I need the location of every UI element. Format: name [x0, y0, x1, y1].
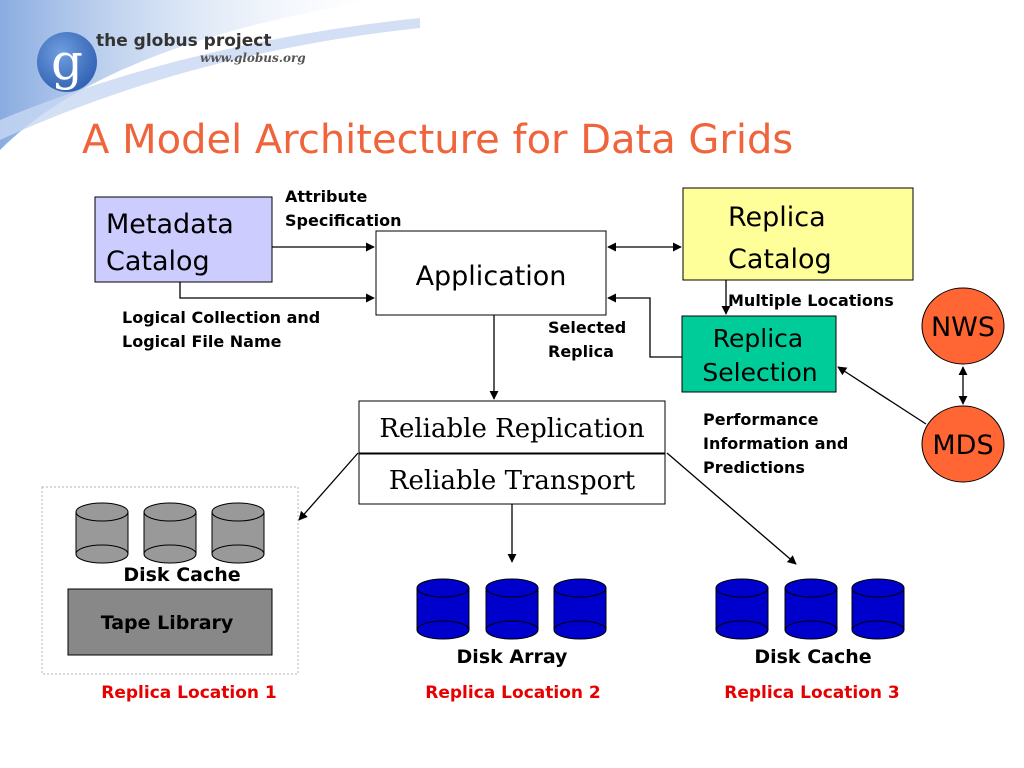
- replica-location-3-label: Replica Location 3: [724, 683, 899, 703]
- cylinder-icon: [485, 578, 539, 640]
- page-title: A Model Architecture for Data Grids: [82, 117, 793, 163]
- disk-cache-1-label: Disk Cache: [123, 564, 240, 586]
- metadata-catalog-box: [94, 196, 273, 283]
- metadata-return-arrow: [179, 282, 375, 303]
- logo-url: www.globus.org: [200, 51, 306, 65]
- application-label: Application: [416, 261, 567, 292]
- replica-location-1-label: Replica Location 1: [101, 683, 276, 703]
- reliable-replication-label: Reliable Replication: [379, 414, 644, 444]
- reliable-transport-label: Reliable Transport: [389, 466, 636, 496]
- replica-location-1-frame: [41, 486, 299, 675]
- tape-library-box: [67, 588, 273, 656]
- metadata-catalog-line1: Metadata: [106, 209, 234, 240]
- reliable-transport-box: [358, 453, 666, 505]
- disk-array-group: [416, 578, 607, 640]
- replica-selection-line2: Selection: [702, 358, 817, 387]
- disk-cache-1-group: [75, 502, 265, 564]
- performance-line2: Information and: [703, 434, 848, 453]
- cylinder-icon: [553, 578, 607, 640]
- mds-to-selection-arrow: [837, 366, 927, 425]
- performance-line1: Performance: [703, 410, 819, 429]
- multiple-locations-label: Multiple Locations: [728, 291, 894, 310]
- disk-cache-3-group: [715, 578, 905, 640]
- logical-collection-line2: Logical File Name: [122, 332, 282, 351]
- application-box: [375, 230, 607, 316]
- replica-catalog-line1: Replica: [728, 202, 826, 233]
- performance-line3: Predictions: [703, 458, 805, 477]
- replica-selection-line1: Replica: [713, 324, 803, 353]
- disk-cache-3-label: Disk Cache: [754, 646, 871, 668]
- reliable-replication-box: [358, 400, 666, 454]
- transport-to-location3-arrow: [666, 452, 797, 565]
- cylinder-icon: [75, 502, 129, 564]
- replica-location-2-label: Replica Location 2: [425, 683, 600, 703]
- connectors: [179, 242, 968, 565]
- cylinder-icon: [211, 502, 265, 564]
- disk-array-label: Disk Array: [457, 646, 569, 668]
- selected-replica-line1: Selected: [548, 318, 626, 337]
- mds-node: [921, 405, 1005, 483]
- svg-text:g: g: [51, 33, 83, 91]
- replica-selection-box: [681, 315, 837, 393]
- globus-logo-icon: g: [37, 32, 97, 92]
- nws-node: [921, 287, 1005, 365]
- corner-swoosh-band: [0, 18, 420, 140]
- tape-library-label: Tape Library: [101, 612, 234, 634]
- cylinder-icon: [715, 578, 769, 640]
- nws-label: NWS: [931, 312, 995, 343]
- replica-catalog-box: [682, 187, 914, 281]
- metadata-catalog-line2: Catalog: [106, 246, 210, 277]
- cylinder-icon: [784, 578, 838, 640]
- transport-to-location1-arrow: [298, 452, 359, 521]
- replica-catalog-line2: Catalog: [728, 244, 832, 275]
- logo-name: the globus project: [96, 31, 271, 51]
- corner-swoosh: [0, 0, 380, 150]
- cylinder-icon: [416, 578, 470, 640]
- attribute-spec-line2: Specification: [285, 211, 401, 230]
- logical-collection-line1: Logical Collection and: [122, 308, 320, 327]
- cylinder-icon: [143, 502, 197, 564]
- cylinder-icon: [851, 578, 905, 640]
- selected-replica-line2: Replica: [548, 342, 614, 361]
- selection-to-application-arrow: [607, 293, 682, 358]
- attribute-spec-line1: Attribute: [285, 187, 368, 206]
- mds-label: MDS: [932, 430, 993, 461]
